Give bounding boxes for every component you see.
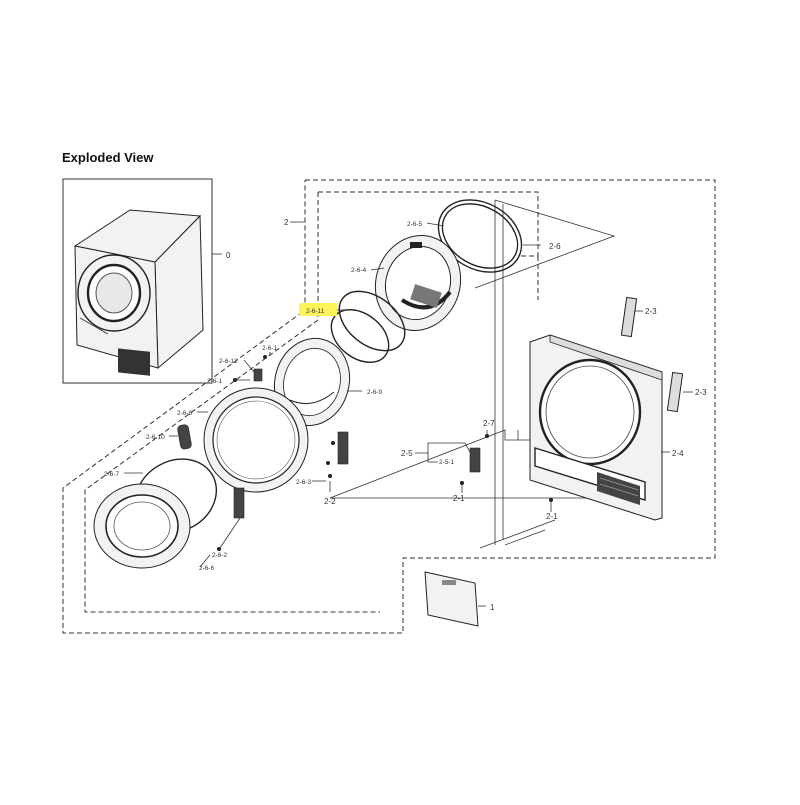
label-leaders [124, 222, 670, 568]
label-2-7: 2-7 [483, 419, 495, 428]
label-2-6-12: 2-6-12 [219, 358, 238, 365]
label-2-6-1-a: 2-6-1 [262, 345, 278, 352]
label-2-2: 2-2 [324, 497, 336, 506]
label-2-6-9: 2-6-9 [367, 389, 383, 396]
label-1: 1 [490, 603, 495, 612]
inner-door-frame [374, 235, 462, 331]
label-highlight [299, 303, 337, 316]
label-2-6-7: 2-6-7 [104, 471, 120, 478]
label-2-6-1-b: 2-6-1 [207, 378, 223, 385]
group-outline-2 [62, 179, 716, 634]
door-ring-seal [330, 290, 406, 363]
door-outer-frame [203, 387, 309, 493]
door-screws [233, 355, 267, 382]
side-brackets [620, 296, 693, 413]
label-2-6-10: 2-6-10 [146, 434, 165, 441]
label-2-6: 2-6 [549, 242, 561, 251]
label-2-6-11: 2-6-11 [306, 308, 325, 315]
label-2-4: 2-4 [672, 449, 684, 458]
label-2-3-b: 2-3 [695, 388, 707, 397]
label-0: 0 [226, 251, 231, 260]
label-2-6-6: 2-6-6 [199, 565, 215, 572]
label-2-6-2: 2-6-2 [212, 552, 228, 559]
label-2-3-a: 2-3 [645, 307, 657, 316]
label-2: 2 [284, 218, 289, 227]
label-2-5: 2-5 [401, 449, 413, 458]
label-2-1-a: 2-1 [453, 494, 465, 503]
door-glass [273, 337, 351, 427]
label-2-5-1: 2-5-1 [439, 459, 455, 466]
label-2-6-3: 2-6-3 [296, 479, 312, 486]
filter-cover [424, 571, 486, 627]
label-2-6-5: 2-6-5 [407, 221, 423, 228]
assembled-dryer-box [62, 178, 222, 384]
outer-door [93, 458, 218, 569]
door-lock [415, 430, 553, 512]
label-2-6-4: 2-6-4 [351, 267, 367, 274]
guide-lines [290, 199, 650, 549]
door-hinge [217, 487, 245, 551]
hinge-bracket [326, 431, 349, 492]
label-2-6-8: 2-6-8 [177, 410, 193, 417]
door-handle [177, 424, 192, 450]
label-2-1-b: 2-1 [546, 512, 558, 521]
front-panel [529, 334, 663, 521]
door-gasket [437, 199, 523, 273]
page-title: Exploded View [62, 150, 154, 165]
